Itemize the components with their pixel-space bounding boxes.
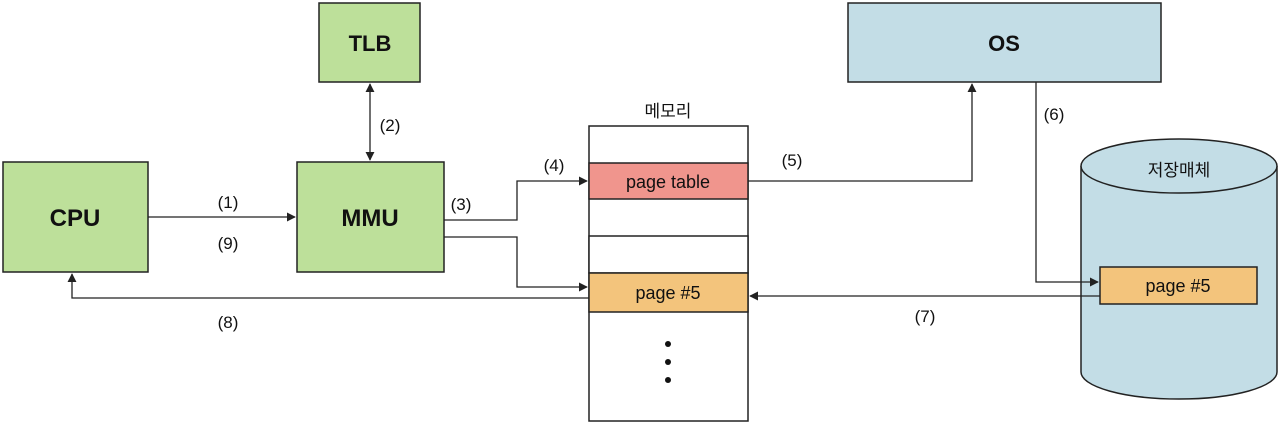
- step-label-9: (9): [218, 234, 239, 253]
- memory-page-table-cell: [588, 162, 749, 200]
- step-label-8: (8): [218, 313, 239, 332]
- arrow-os-to-storage: [1035, 82, 1099, 287]
- storage-page-cell: [1099, 266, 1258, 305]
- step-label-5: (5): [782, 151, 803, 170]
- step-label-3: (3): [451, 195, 472, 214]
- storage-title: 저장매체: [1148, 161, 1211, 181]
- storage-page-label: page #5: [1145, 276, 1210, 296]
- memory-empty-cell: [588, 235, 749, 274]
- memory-ellipsis-dot: [665, 341, 671, 347]
- mmu-label: MMU: [341, 205, 398, 232]
- cpu-label: CPU: [50, 205, 101, 232]
- os-label: OS: [988, 31, 1020, 56]
- cpu-box: CPU: [2, 161, 149, 273]
- arrow-mmu-to-page: [444, 236, 588, 292]
- storage-cylinder: 저장매체 page #5: [1080, 138, 1278, 400]
- memory-title: 메모리: [645, 102, 692, 122]
- step-label-1: (1): [218, 193, 239, 212]
- step-label-7: (7): [915, 307, 936, 326]
- memory-page-table-label: page table: [626, 172, 710, 192]
- tlb-box: TLB: [318, 2, 421, 83]
- arrow-mmu-to-page-table: [444, 176, 588, 221]
- mmu-box: MMU: [296, 161, 445, 273]
- step-label-2: (2): [380, 116, 401, 135]
- os-box: OS: [847, 2, 1162, 83]
- memory-page-label: page #5: [635, 283, 700, 303]
- step-label-4: (4): [544, 156, 565, 175]
- memory-ellipsis-dot: [665, 377, 671, 383]
- arrow-page-table-to-os: [748, 83, 977, 182]
- memory-block: 메모리 page table page #5: [588, 102, 749, 422]
- step-label-6: (6): [1044, 105, 1065, 124]
- memory-ellipsis-dot: [665, 359, 671, 365]
- storage-top: [1080, 138, 1278, 194]
- arrow-memory-to-cpu: [67, 273, 589, 299]
- memory-page-cell: [588, 272, 749, 313]
- tlb-label: TLB: [349, 31, 392, 56]
